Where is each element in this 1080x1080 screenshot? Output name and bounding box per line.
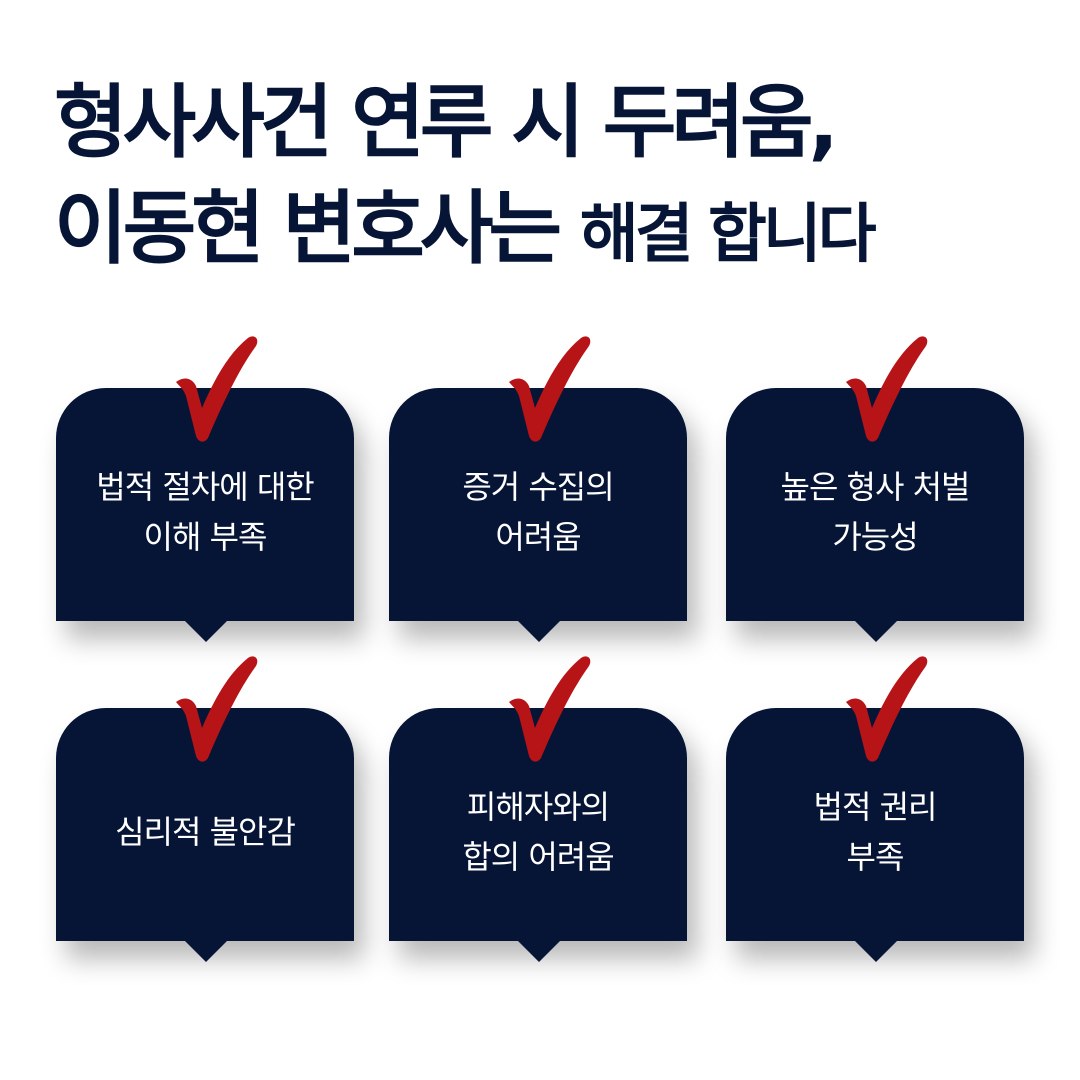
checkmark-icon xyxy=(176,336,258,442)
checkmark-icon xyxy=(846,336,928,442)
concern-card-legal-rights: 법적 권리 부족 xyxy=(726,656,1024,962)
title-line-2-small: 해결 합니다 xyxy=(579,198,877,272)
concern-card-legal-procedure: 법적 절차에 대한 이해 부족 xyxy=(56,336,354,642)
checkmark-icon xyxy=(509,656,591,762)
concern-card-settlement: 피해자와의 합의 어려움 xyxy=(389,656,687,962)
concern-card-anxiety: 심리적 불안감 xyxy=(56,656,354,962)
concern-card-evidence: 증거 수집의 어려움 xyxy=(389,336,687,642)
concern-card-punishment: 높은 형사 처벌 가능성 xyxy=(726,336,1024,642)
checkmark-icon xyxy=(509,336,591,442)
checkmark-icon xyxy=(846,656,928,762)
title-line-2: 이동현 변호사는 해결 합니다 xyxy=(54,176,877,288)
title-line-1: 형사사건 연루 시 두려움, xyxy=(54,76,839,169)
card-text: 피해자와의 합의 어려움 xyxy=(462,788,614,876)
checkmark-icon xyxy=(176,656,258,762)
title-line-2-main: 이동현 변호사는 xyxy=(54,182,562,275)
card-text: 높은 형사 처벌 가능성 xyxy=(780,468,971,556)
card-text: 증거 수집의 어려움 xyxy=(462,468,614,556)
card-text: 법적 권리 부족 xyxy=(813,788,938,876)
card-text: 심리적 불안감 xyxy=(115,813,296,851)
page-title: 형사사건 연루 시 두려움, 이동현 변호사는 해결 합니다 xyxy=(54,70,877,288)
card-text: 법적 절차에 대한 이해 부족 xyxy=(96,468,314,556)
